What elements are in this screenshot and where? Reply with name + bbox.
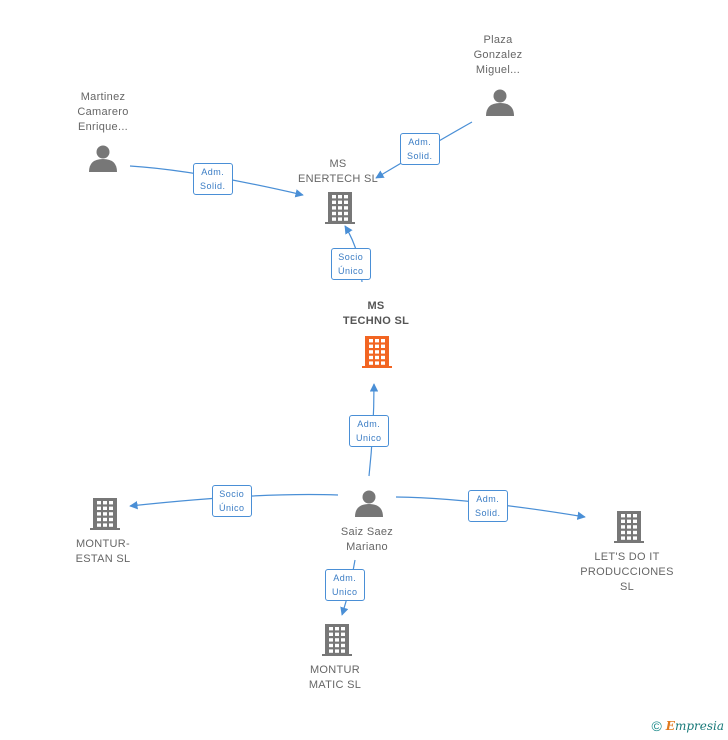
brand-mark: © Empresia <box>651 718 724 734</box>
relation-label-saiz-letsdoit[interactable]: Adm. Solid. <box>468 490 508 522</box>
building-icon-techno[interactable] <box>362 336 392 368</box>
icons-layer <box>89 89 644 656</box>
node-label-enertech[interactable]: MS ENERTECH SL <box>297 158 379 185</box>
node-label-martinez[interactable]: Martinez Camarero Enrique... <box>77 91 129 133</box>
building-icon-montur_matic[interactable] <box>322 624 352 656</box>
relation-label-martinez-enertech[interactable]: Adm. Solid. <box>193 163 233 195</box>
node-label-montur_matic[interactable]: MONTUR MATIC SL <box>308 664 362 691</box>
relation-label-saiz-techno[interactable]: Adm. Unico <box>349 415 389 447</box>
node-label-techno[interactable]: MS TECHNO SL <box>342 300 410 327</box>
building-icon-montur_estan[interactable] <box>90 498 120 530</box>
person-icon-martinez[interactable] <box>89 145 117 173</box>
building-icon-letsdoit[interactable] <box>614 511 644 543</box>
brand-name: Empresia <box>665 719 724 733</box>
building-icon-enertech[interactable] <box>325 192 355 224</box>
person-icon-saiz[interactable] <box>355 490 383 518</box>
node-label-plaza[interactable]: Plaza Gonzalez Miguel... <box>473 34 523 76</box>
person-icon-plaza[interactable] <box>486 89 514 117</box>
node-label-saiz[interactable]: Saiz Saez Mariano <box>340 526 394 553</box>
node-label-letsdoit[interactable]: LET'S DO IT PRODUCCIONES SL <box>580 551 674 593</box>
node-label-montur_estan[interactable]: MONTUR- ESTAN SL <box>75 538 131 565</box>
relation-label-saiz-montur_matic[interactable]: Adm. Unico <box>325 569 365 601</box>
relation-label-saiz-montur_estan[interactable]: Socio Único <box>212 485 252 517</box>
relation-label-plaza-enertech[interactable]: Adm. Solid. <box>400 133 440 165</box>
relation-label-techno-enertech[interactable]: Socio Único <box>331 248 371 280</box>
copyright-icon: © <box>651 718 662 734</box>
